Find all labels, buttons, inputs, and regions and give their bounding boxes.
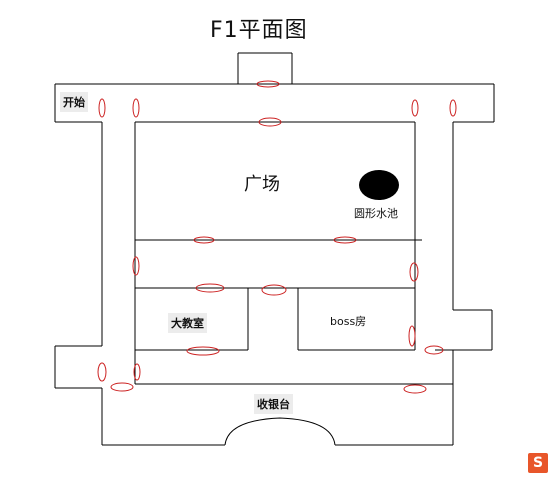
door-left-corridor-bottom (133, 363, 141, 381)
plan-title: F1平面图 (210, 18, 308, 43)
door-classroom-top (195, 283, 225, 293)
room-label-cashier: 收银台 (254, 394, 293, 414)
door-right-corridor-top-b (449, 99, 457, 117)
door-left-corridor-top (132, 98, 140, 118)
door-start (98, 98, 106, 118)
door-square-top (258, 117, 282, 127)
door-center-corridor (261, 284, 287, 296)
room-label-classroom: 大教室 (168, 313, 207, 333)
door-cashier-left (110, 382, 134, 392)
round-pool-icon (359, 170, 399, 200)
door-top-chimney (256, 80, 280, 88)
room-label-boss: boss房 (330, 315, 367, 328)
door-left-bump (97, 362, 107, 382)
door-square-bottom-left (193, 236, 215, 244)
walls (54, 52, 495, 446)
door-square-bottom-right (333, 236, 357, 244)
door-classroom-bottom (186, 346, 220, 356)
door-boss-room (408, 325, 416, 347)
room-label-pool: 圆形水池 (354, 207, 398, 220)
door-right-mid (409, 262, 419, 282)
room-label-square: 广场 (244, 174, 280, 195)
door-right-corridor-top-a (411, 99, 419, 117)
door-left-mid (132, 256, 140, 276)
door-cashier-right (403, 384, 427, 394)
doors (97, 80, 457, 394)
room-label-start: 开始 (60, 92, 88, 112)
door-right-bump (424, 345, 444, 355)
S-logo-icon: S (528, 453, 548, 473)
